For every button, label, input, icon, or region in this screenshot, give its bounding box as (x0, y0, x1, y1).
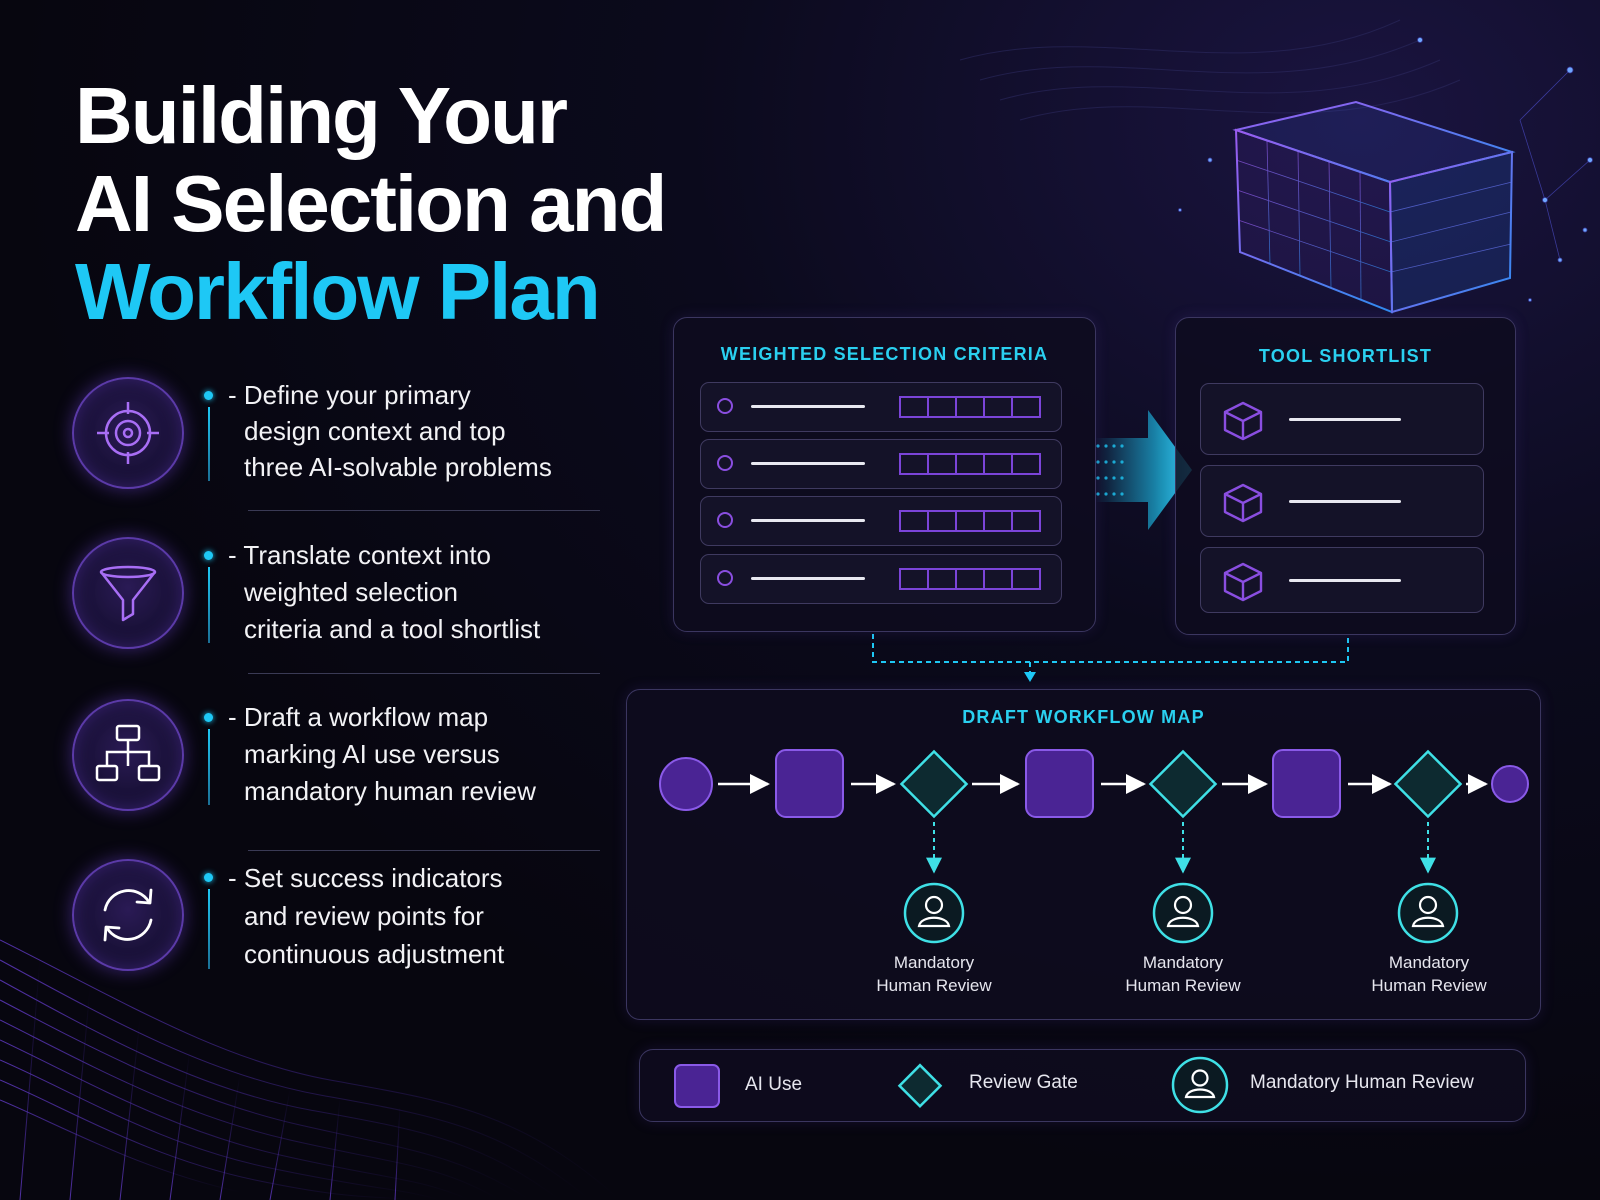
text-placeholder-line (1289, 500, 1401, 503)
title-line-2: AI Selection and (75, 159, 667, 248)
target-icon (72, 377, 184, 489)
text-placeholder-line (751, 462, 865, 465)
text-placeholder-line (751, 405, 865, 408)
review-label: Mandatory Human Review (1093, 951, 1273, 997)
weight-boxes (899, 396, 1041, 418)
step-line: - Define your primary (228, 380, 471, 410)
radio-icon (717, 570, 733, 586)
human-review-icon (1152, 882, 1214, 944)
cube-icon (1223, 483, 1263, 523)
step-line: - Draft a workflow map (228, 702, 489, 732)
title-line-3: Workflow Plan (75, 247, 601, 336)
start-node (659, 757, 713, 811)
review-label-line: Mandatory (1142, 953, 1224, 972)
legend-icons (674, 1056, 1229, 1114)
step-2-text: - Translate context into weighted select… (228, 537, 588, 648)
legend-panel: AI Use Review Gate Mandatory Human Revie… (639, 1049, 1526, 1122)
criteria-row (700, 496, 1062, 546)
cube-icon (1223, 401, 1263, 441)
legend-ai-use-label: AI Use (745, 1074, 803, 1095)
review-label-line: Mandatory (893, 953, 975, 972)
review-gate-node (899, 749, 969, 819)
legend-human-review-label: Mandatory Human Review (1250, 1072, 1474, 1093)
review-gate-node (1148, 749, 1218, 819)
review-label: Mandatory Human Review (844, 951, 1024, 997)
tool-row (1200, 383, 1484, 455)
step-line: criteria and a tool shortlist (244, 614, 541, 644)
review-label-line: Human Review (1125, 976, 1241, 995)
human-review-icon (903, 882, 965, 944)
bullet-dot (204, 873, 213, 882)
step-line: design context and top (244, 416, 506, 446)
text-placeholder-line (751, 577, 865, 580)
step-line: three AI-solvable problems (244, 452, 552, 482)
weight-boxes (899, 453, 1041, 475)
tool-row (1200, 547, 1484, 613)
shortlist-panel-title: TOOL SHORTLIST (1258, 346, 1433, 366)
bullet-line (208, 567, 210, 643)
step-4-text: - Set success indicators and review poin… (228, 859, 588, 973)
divider (248, 673, 600, 674)
step-line: continuous adjustment (244, 939, 505, 969)
text-placeholder-line (1289, 579, 1401, 582)
bullet-line (208, 729, 210, 805)
weight-boxes (899, 510, 1041, 532)
weight-boxes (899, 568, 1041, 590)
bullet-line (208, 407, 210, 481)
hierarchy-icon (72, 699, 184, 811)
legend-human-review-icon (1171, 1056, 1229, 1114)
shortlist-panel: TOOL SHORTLIST (1175, 317, 1516, 635)
step-3-text: - Draft a workflow map marking AI use ve… (228, 699, 588, 810)
review-gate-node (1393, 749, 1463, 819)
human-review-icon (1397, 882, 1459, 944)
step-line: mandatory human review (244, 776, 536, 806)
bullet-dot (204, 391, 213, 400)
workflow-panel-title: DRAFT WORKFLOW MAP (962, 707, 1205, 727)
end-node (1491, 765, 1529, 803)
bullet-dot (204, 551, 213, 560)
criteria-panel: WEIGHTED SELECTION CRITERIA (673, 317, 1096, 632)
step-line: - Translate context into (228, 540, 492, 570)
tool-row (1200, 465, 1484, 537)
refresh-icon (72, 859, 184, 971)
divider (248, 850, 600, 851)
step-line: and review points for (244, 901, 484, 931)
text-placeholder-line (751, 519, 865, 522)
radio-icon (717, 512, 733, 528)
ai-use-node (775, 749, 844, 818)
divider (248, 510, 600, 511)
criteria-row (700, 382, 1062, 432)
big-arrow-icon (1095, 410, 1192, 530)
review-label-line: Human Review (876, 976, 992, 995)
step-line: weighted selection (244, 577, 458, 607)
radio-icon (717, 398, 733, 414)
cube-icon (1223, 562, 1263, 602)
ai-use-node (1025, 749, 1094, 818)
step-line: marking AI use versus (244, 739, 500, 769)
page-title: Building Your AI Selection and Workflow … (75, 71, 667, 336)
legend-ai-use-icon (674, 1064, 720, 1108)
bullet-dot (204, 713, 213, 722)
ai-use-node (1272, 749, 1341, 818)
legend-review-gate-label: Review Gate (969, 1072, 1078, 1093)
workflow-panel: DRAFT WORKFLOW MAP (626, 689, 1541, 1020)
step-line: - Set success indicators (228, 863, 503, 893)
title-line-1: Building Your (75, 71, 568, 160)
text-placeholder-line (1289, 418, 1401, 421)
review-label-line: Mandatory (1388, 953, 1470, 972)
step-1-text: - Define your primary design context and… (228, 377, 588, 485)
radio-icon (717, 455, 733, 471)
review-label: Mandatory Human Review (1339, 951, 1519, 997)
criteria-panel-title: WEIGHTED SELECTION CRITERIA (720, 344, 1049, 364)
criteria-row (700, 554, 1062, 604)
legend-review-gate-icon (897, 1063, 943, 1108)
bullet-line (208, 889, 210, 969)
review-label-line: Human Review (1371, 976, 1487, 995)
funnel-icon (72, 537, 184, 649)
criteria-row (700, 439, 1062, 489)
merge-arrowhead (1024, 672, 1036, 682)
